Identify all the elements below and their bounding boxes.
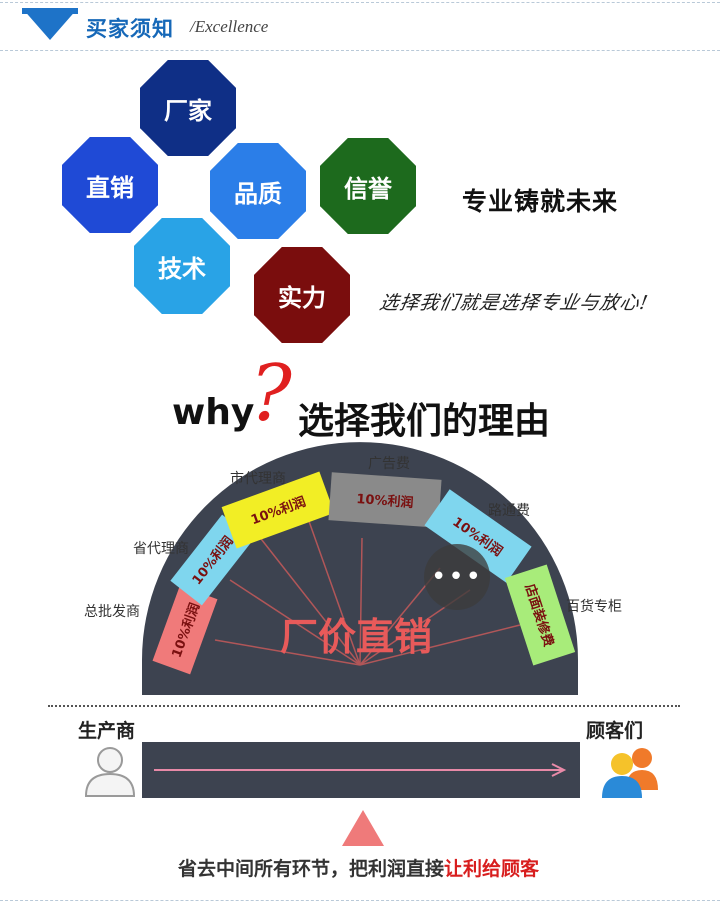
producer-label: 生产商: [78, 720, 136, 742]
question-mark-icon: ?: [250, 349, 292, 439]
header-divider-bottom: [0, 50, 720, 51]
label-province-agent: 省代理商: [133, 541, 189, 557]
bottom-message-text: 省去中间所有环节，把利润直接: [178, 858, 445, 880]
label-advertising: 广告费: [368, 456, 410, 472]
slogan-main: 专业铸就未来: [462, 187, 619, 216]
customers-label: 顾客们: [586, 720, 644, 742]
octagon-strength: 实力: [254, 247, 350, 343]
why-heading: 选择我们的理由: [298, 401, 551, 442]
arch-rays: [214, 509, 521, 666]
arch-segment-city-agent: 10%利润: [221, 471, 335, 549]
customers-group-icon: [602, 748, 658, 798]
arch-segment-wholesaler: 10%利润: [152, 585, 218, 675]
footer-divider: [0, 900, 720, 901]
arch-center-text: 厂价直销: [280, 615, 432, 659]
producer-user-icon: [84, 747, 136, 797]
why-word: why: [172, 392, 255, 433]
header: 买家须知 /Excellence: [0, 0, 720, 52]
header-divider-top: [0, 2, 720, 3]
octagon-factory: 厂家: [140, 60, 236, 156]
bottom-message-highlight: 让利给顾客: [444, 858, 540, 880]
header-subtitle: /Excellence: [190, 17, 269, 36]
arch-segment-advertising: 10%利润: [328, 472, 442, 528]
octagon-technology: 技术: [134, 218, 230, 314]
label-wholesaler: 总批发商: [84, 604, 140, 620]
octagon-direct-sale: 直销: [62, 137, 158, 233]
more-options-button[interactable]: •••: [424, 544, 490, 610]
octagon-reputation: 信誉: [320, 138, 416, 234]
label-logistics: 路通费: [488, 503, 530, 519]
header-triangle-icon: [22, 8, 78, 40]
dotted-divider: [48, 705, 680, 707]
triangle-pointer-icon: [342, 810, 384, 846]
flow-arrow-icon: [154, 763, 567, 777]
label-city-agent: 市代理商: [230, 471, 286, 487]
arch-segment-store: 店面装修费: [504, 564, 576, 666]
slogan-script: 选择我们就是选择专业与放心!: [377, 292, 651, 314]
profit-arch-diagram: 10%利润 10%利润 10%利润 10%利润 10%利润 店面装修费 厂价直销: [142, 442, 578, 695]
segment-profit-text: 10%利润: [356, 491, 414, 511]
bottom-message: 省去中间所有环节，把利润直接让利给顾客: [178, 854, 539, 881]
octagon-quality: 品质: [210, 143, 306, 239]
header-title: 买家须知: [86, 16, 174, 41]
label-department-store: 百货专柜: [566, 599, 622, 615]
